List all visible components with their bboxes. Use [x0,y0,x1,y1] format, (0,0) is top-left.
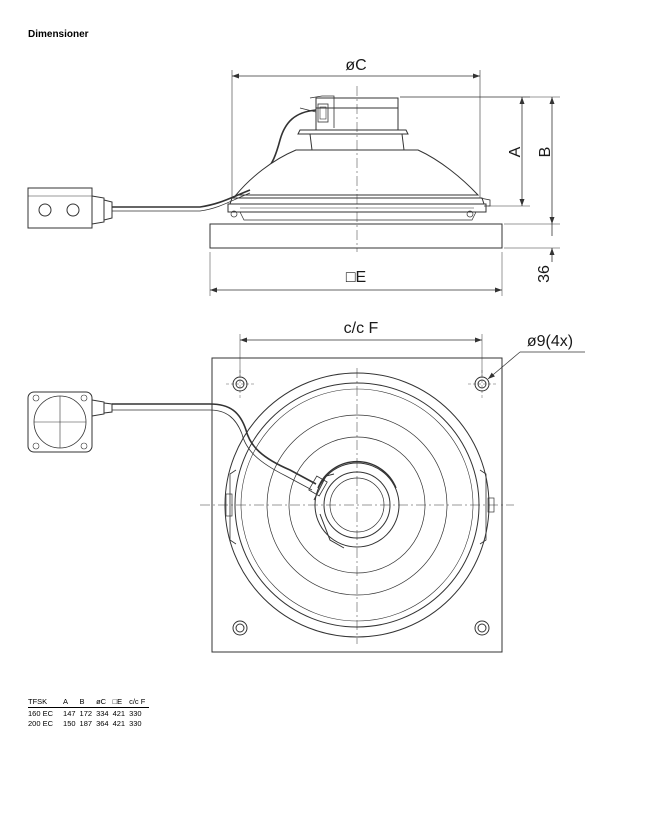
table-cell: 330 [129,709,142,718]
table-header-row: TFSK A B øC □E c/c F [28,696,150,708]
dimension-b-label: B [537,147,554,158]
table-cell: 364 [96,719,109,728]
table-cell: 147 [63,709,76,718]
dimension-c-label: øC [345,57,366,74]
dimension-e-label: □E [346,269,366,286]
page-title: Dimensioner [28,29,89,40]
table-cell: 172 [79,709,93,718]
side-view-dimensions [209,73,560,296]
table-cell: 160 EC [28,709,54,718]
top-view-dimensions [239,334,585,380]
table-cell: 421 [112,709,126,718]
table-cell: 200 EC [28,719,54,728]
dimension-a-label: A [507,146,524,157]
table-cell: 421 [112,719,126,728]
dimension-table: TFSK A B øC □E c/c F 160 EC 147 172 334 … [28,696,150,728]
dimension-36-label: 36 [536,265,553,283]
top-view [27,357,514,653]
side-view [27,70,503,252]
table-header: A [63,696,80,708]
table-cell: 330 [129,719,142,728]
table-cell: 187 [79,719,93,728]
table-row: 200 EC 150 187 364 421 330 [28,718,149,728]
table-header: B [79,696,97,708]
table-header: TFSK [28,696,64,708]
table-header: □E [112,696,130,708]
table-header: c/c F [129,696,150,708]
table-header: øC [96,696,113,708]
table-cell: 150 [63,719,76,728]
table-row: 160 EC 147 172 334 421 330 [28,708,149,718]
table-cell: 334 [96,709,109,718]
hole-diameter-label: ø9(4x) [527,333,573,350]
dimension-f-label: c/c F [344,320,379,337]
